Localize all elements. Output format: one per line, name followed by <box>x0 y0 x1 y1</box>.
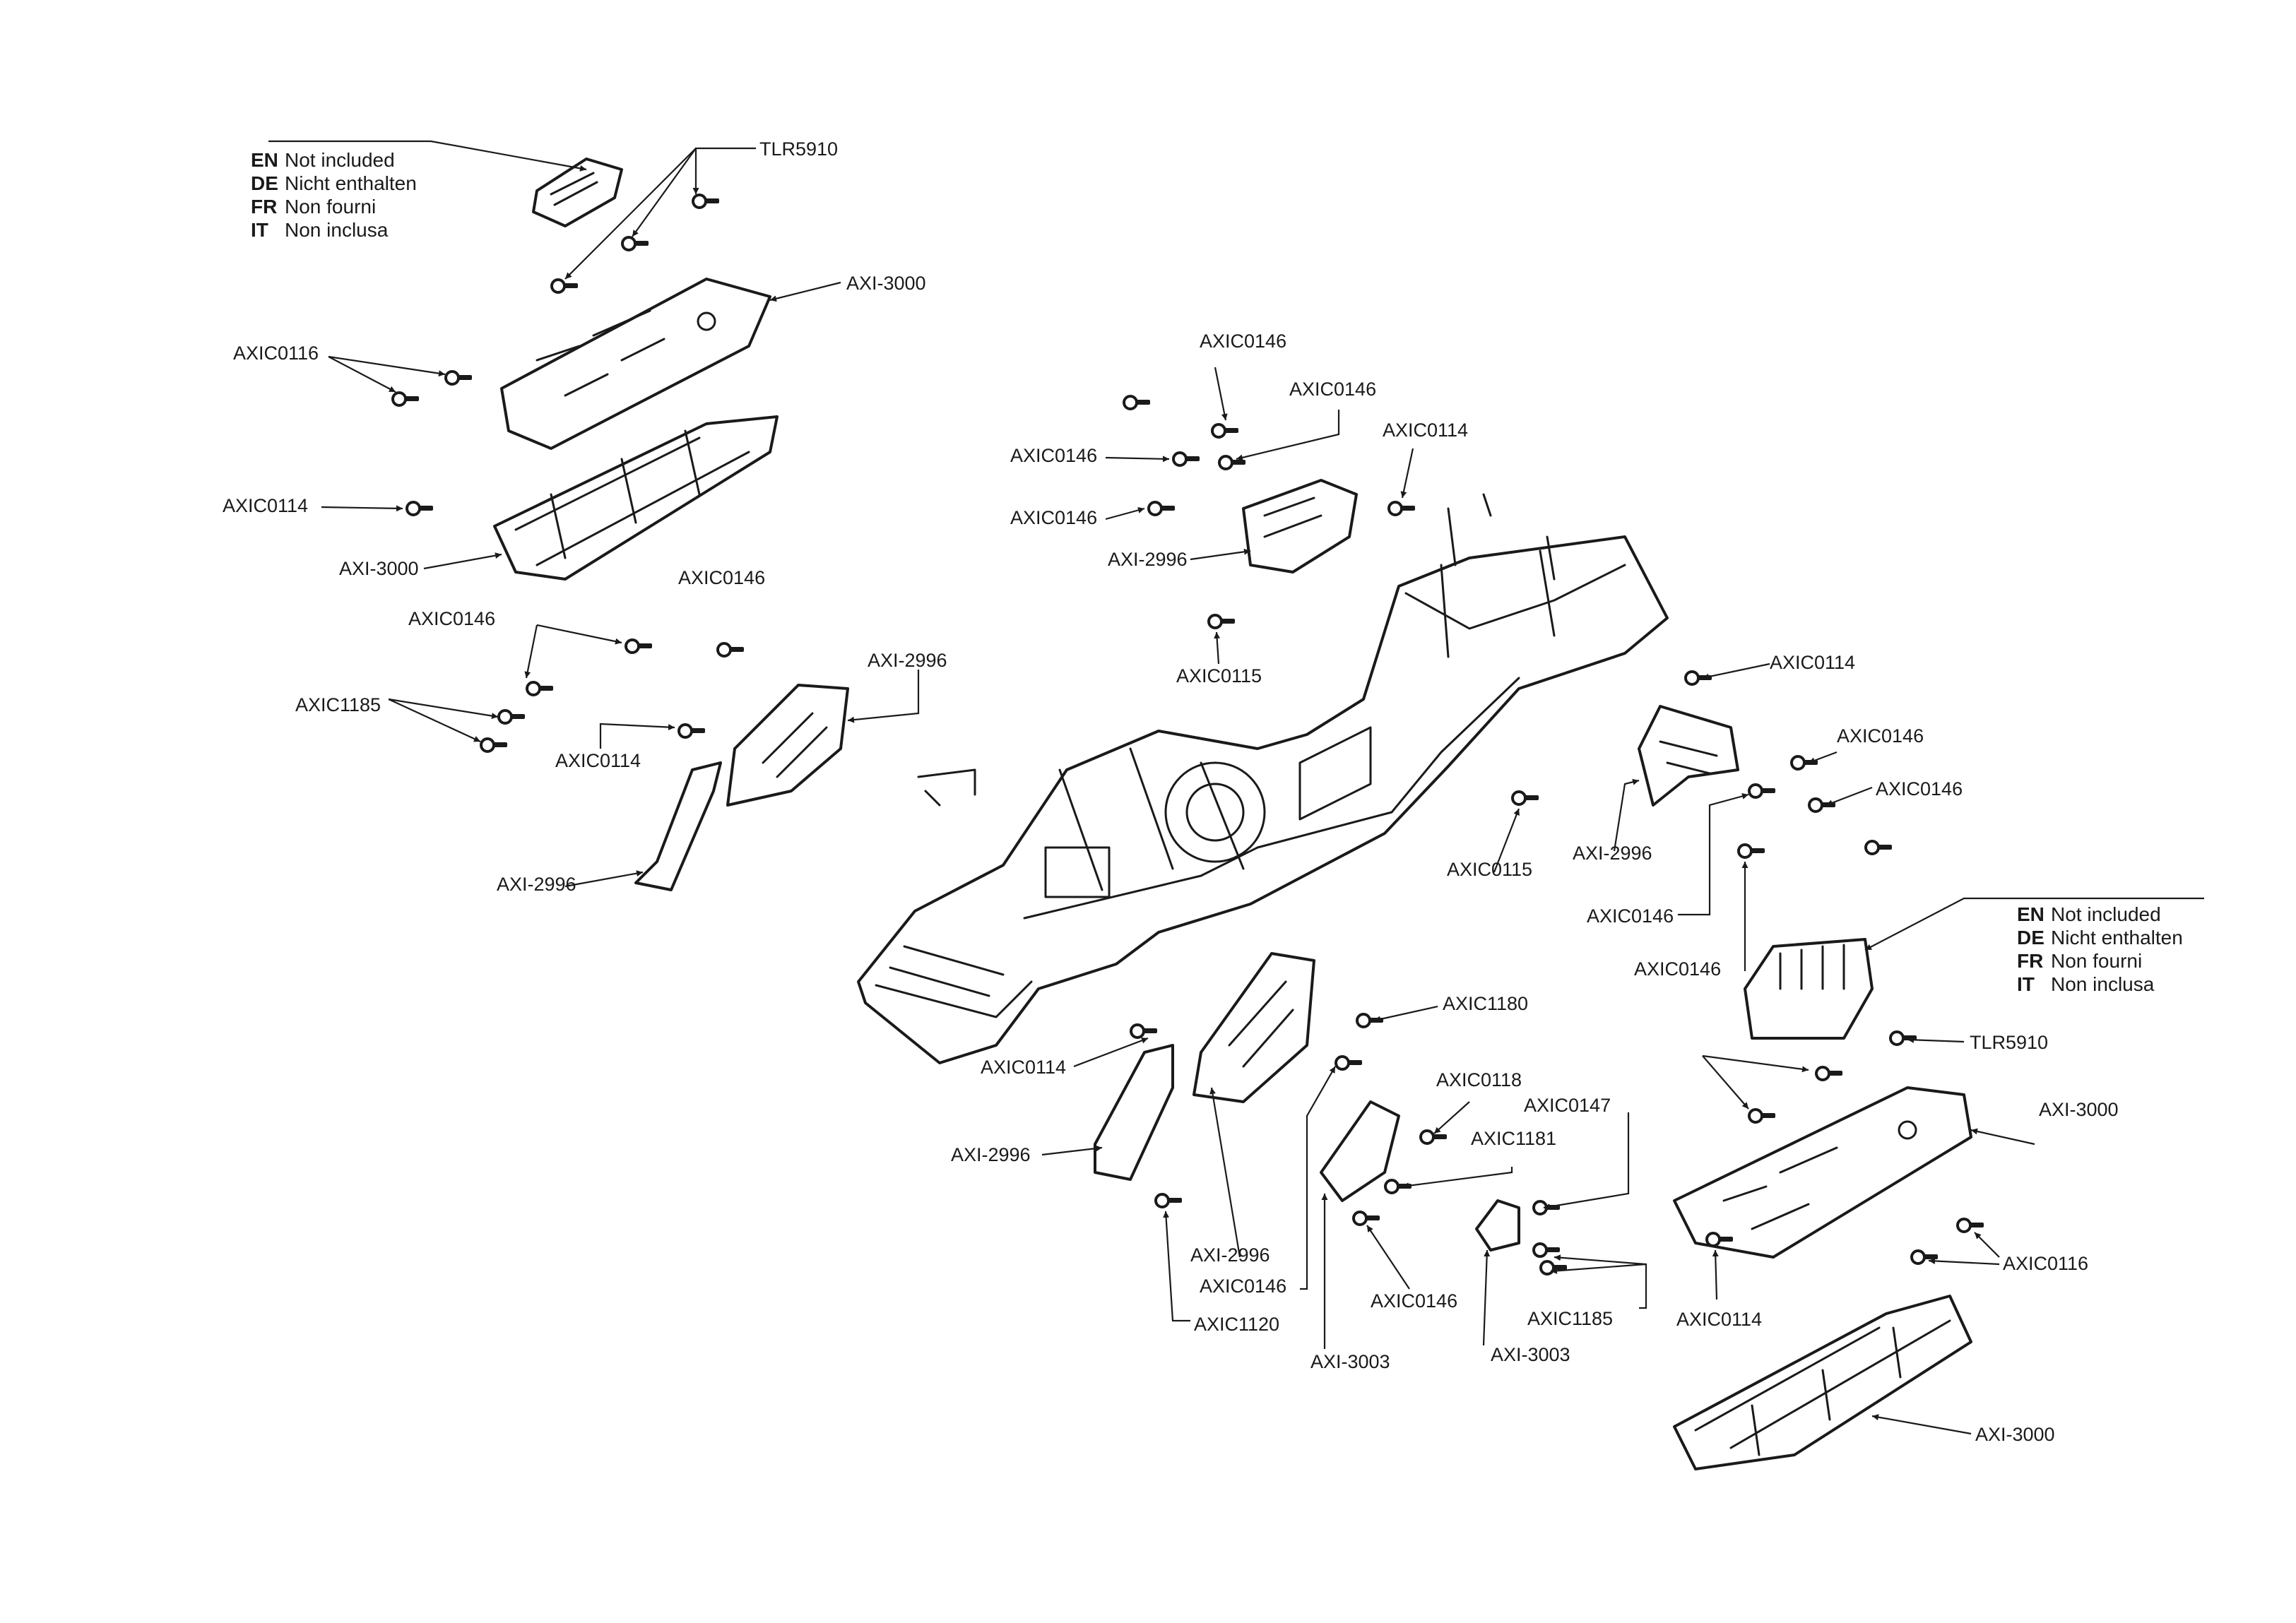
callout-axic0118: AXIC0118 <box>1436 1069 1522 1090</box>
bracket-bottom-axi3003-a <box>1320 1100 1400 1202</box>
battery-tray-top-left <box>493 415 779 581</box>
callout-axic0146-right-c: AXIC0146 <box>1587 905 1674 927</box>
charger-not-included-top <box>532 157 623 227</box>
bracket-bottom-mid <box>1193 952 1315 1103</box>
callout-axic0146-bottom-b: AXIC0146 <box>1371 1290 1458 1312</box>
callout-tlr5910-top: TLR5910 <box>759 138 839 160</box>
callout-axi2996-left-upper: AXI-2996 <box>868 650 947 671</box>
leader-lines <box>268 140 2204 1435</box>
callout-axic1185-bottom: AXIC1185 <box>1527 1308 1614 1329</box>
callout-axic0146-right-b: AXIC0146 <box>1876 778 1963 799</box>
callout-axic0115-center: AXIC0115 <box>1176 665 1262 686</box>
callout-axi2996-bottom-left: AXI-2996 <box>951 1144 1031 1165</box>
callout-axic0115-right: AXIC0115 <box>1447 859 1533 880</box>
bracket-left-lower <box>634 761 722 891</box>
callout-axi3000-top-plate: AXI-3000 <box>846 273 926 294</box>
chassis-frame-assembly <box>857 493 1669 1064</box>
callout-axic0146-right-d: AXIC0146 <box>1634 958 1722 980</box>
callout-axic0146-right-a: AXIC0146 <box>1837 725 1924 747</box>
callout-axic0146-center-right: AXIC0146 <box>1289 379 1377 400</box>
callout-axic0114-left: AXIC0114 <box>223 495 309 516</box>
bracket-right <box>1638 705 1739 807</box>
callout-axi3003-a: AXI-3003 <box>1310 1351 1390 1372</box>
callout-axi3000-right-tray: AXI-3000 <box>1975 1424 2055 1445</box>
callout-axi3003-b: AXI-3003 <box>1491 1344 1570 1365</box>
callout-axi2996-left-lower: AXI-2996 <box>497 874 576 895</box>
callout-axic0114-center: AXIC0114 <box>1383 420 1469 441</box>
callout-axic1185-left: AXIC1185 <box>295 694 381 715</box>
callout-axic0146-center-a: AXIC0146 <box>1010 445 1098 466</box>
callout-axi2996-right: AXI-2996 <box>1573 843 1652 864</box>
callout-axic0147: AXIC0147 <box>1524 1095 1611 1116</box>
callout-axic0146-bottom-a: AXIC0146 <box>1200 1276 1287 1297</box>
callout-axi2996-bottom-mid: AXI-2996 <box>1190 1244 1270 1266</box>
bracket-bottom-axi3003-b <box>1475 1199 1520 1252</box>
callout-axic0114-left-lower: AXIC0114 <box>555 750 641 771</box>
bracket-center <box>1242 479 1358 573</box>
callout-axic0146-left: AXIC0146 <box>408 608 496 629</box>
bracket-bottom-left <box>1094 1044 1174 1181</box>
esc-not-included-right <box>1744 938 1874 1040</box>
callout-axic0114-right-lower: AXIC0114 <box>1676 1309 1763 1330</box>
battery-tray-right <box>1673 1295 1972 1470</box>
callout-axi2996-center: AXI-2996 <box>1108 549 1188 570</box>
callout-axic0114-right-top: AXIC0114 <box>1770 652 1856 673</box>
callout-axic0116-right: AXIC0116 <box>2003 1253 2089 1274</box>
skid-plate-top-left <box>500 278 771 450</box>
callout-axic0146-mid-left: AXIC0146 <box>678 567 766 588</box>
callout-axic0146-center-b: AXIC0146 <box>1010 507 1098 528</box>
callout-axic1181: AXIC1181 <box>1471 1128 1557 1149</box>
callout-axi3000-right-plate: AXI-3000 <box>2039 1099 2119 1120</box>
callout-axic0116-left: AXIC0116 <box>233 343 319 364</box>
bracket-left-upper <box>726 684 849 807</box>
callout-tlr5910-right: TLR5910 <box>1970 1032 2049 1053</box>
callout-axic1180: AXIC1180 <box>1443 993 1529 1014</box>
skid-plate-right <box>1673 1086 1972 1259</box>
callout-axic1120: AXIC1120 <box>1194 1314 1280 1335</box>
callout-axic0114-bottom: AXIC0114 <box>981 1057 1067 1078</box>
callout-axi3000-top-tray: AXI-3000 <box>339 558 419 579</box>
callout-axic0146-center-top: AXIC0146 <box>1200 331 1287 352</box>
